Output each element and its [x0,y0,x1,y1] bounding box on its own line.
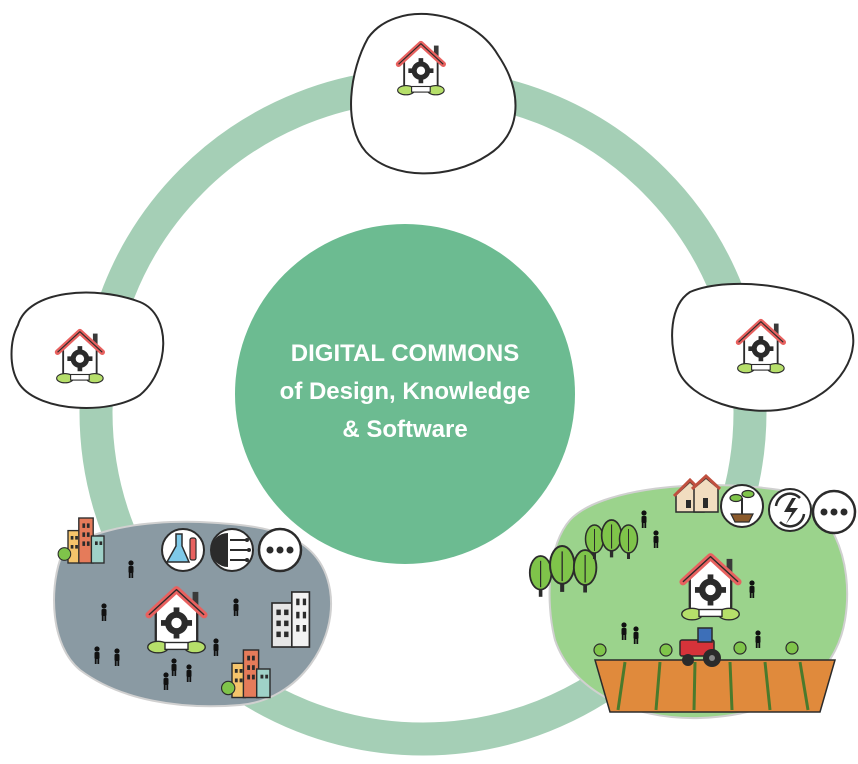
center-title: DIGITAL COMMONS [290,340,520,367]
circuit-chip-icon [210,528,254,572]
center-circle [235,224,575,564]
tractor-icon [679,627,721,667]
city-buildings-icon [57,517,105,564]
more-dots-icon [811,489,857,535]
center-subtitle-line1: of Design, Knowledge [279,378,531,405]
seedling-icon [720,484,764,528]
energy-cycle-icon [768,488,812,532]
top-community-node [350,12,517,175]
lab-flask-icon [161,528,205,572]
shrub-row [593,641,799,657]
village-icon [672,473,722,513]
left-community-node [10,291,165,409]
right-community-node [671,282,855,412]
more-dots-icon [257,527,303,573]
crop-field [594,659,836,713]
rural-community-node [528,473,857,720]
urban-community-node [53,517,333,708]
center-subtitle-line2: & Software [342,416,468,443]
